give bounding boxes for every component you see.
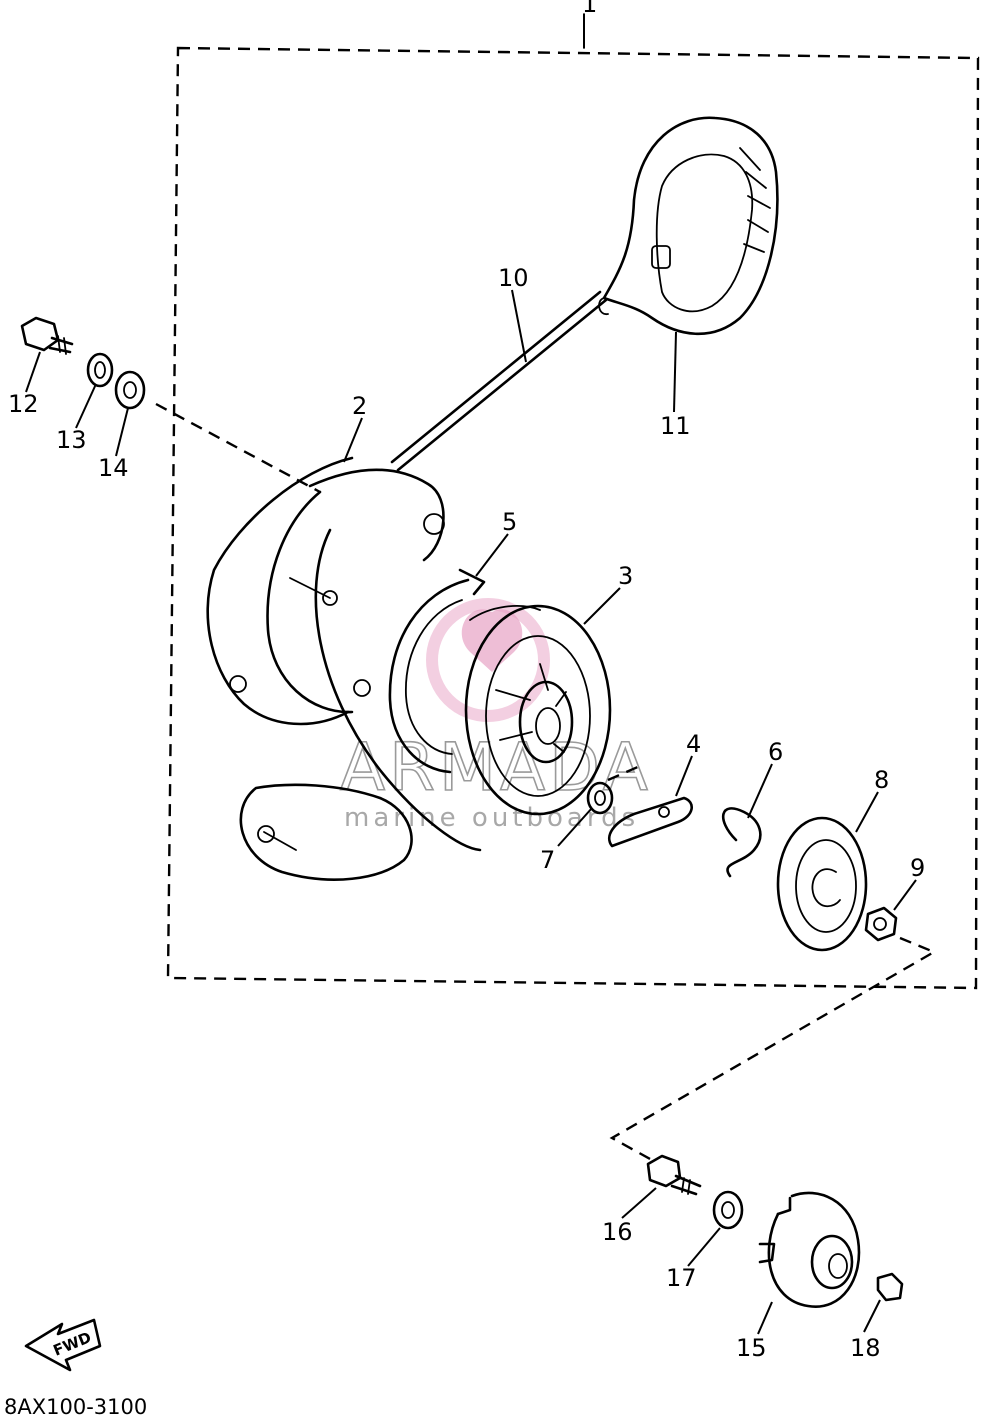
- leader-lines: [25, 14, 937, 1335]
- part-3-sheave-drum: [464, 604, 612, 816]
- part-number-labels: 1 2 3 4 5 6 7 8 9 10 11 12 13 14 15 16 1…: [8, 0, 925, 1362]
- part-13-lock-washer: [86, 352, 114, 388]
- part-8-drive-plate: [776, 816, 868, 952]
- part-label-18: 18: [850, 1334, 881, 1362]
- part-label-8: 8: [874, 766, 889, 794]
- part-label-4: 4: [686, 730, 701, 758]
- part-15-starter-pulley: [758, 1191, 861, 1308]
- part-label-5: 5: [502, 508, 517, 536]
- part-6-spring-clip: [721, 807, 762, 878]
- part-11-starter-handle: [598, 116, 779, 336]
- part-label-9: 9: [910, 854, 925, 882]
- part-12-bolt: [20, 316, 74, 355]
- part-10-starter-rope: [390, 290, 608, 472]
- part-label-17: 17: [666, 1264, 697, 1292]
- part-label-7: 7: [540, 846, 555, 874]
- part-17-washer: [712, 1190, 744, 1230]
- part-2-starter-case: [206, 456, 482, 881]
- part-4-pawl: [607, 796, 693, 848]
- part-16-bolt: [646, 1154, 702, 1196]
- part-label-16: 16: [602, 1218, 633, 1246]
- fwd-arrow-icon: FWD: [24, 1318, 102, 1372]
- part-label-2: 2: [352, 392, 367, 420]
- part-label-13: 13: [56, 426, 87, 454]
- part-label-10: 10: [498, 264, 529, 292]
- part-label-15: 15: [736, 1334, 767, 1362]
- part-label-3: 3: [618, 562, 633, 590]
- group-number-label: 1: [582, 0, 597, 18]
- part-14-washer: [114, 370, 146, 410]
- part-18-key: [876, 1272, 904, 1302]
- part-label-11: 11: [660, 412, 691, 440]
- part-label-14: 14: [98, 454, 129, 482]
- watermark-tagline: marine outboards: [344, 803, 639, 833]
- part-7-collar: [586, 781, 614, 815]
- part-label-6: 6: [768, 738, 783, 766]
- part-9-nut: [864, 906, 898, 942]
- part-5-spiral-spring: [388, 568, 486, 774]
- part-label-12: 12: [8, 390, 39, 418]
- diagram-code: 8AX100-3100: [4, 1395, 147, 1419]
